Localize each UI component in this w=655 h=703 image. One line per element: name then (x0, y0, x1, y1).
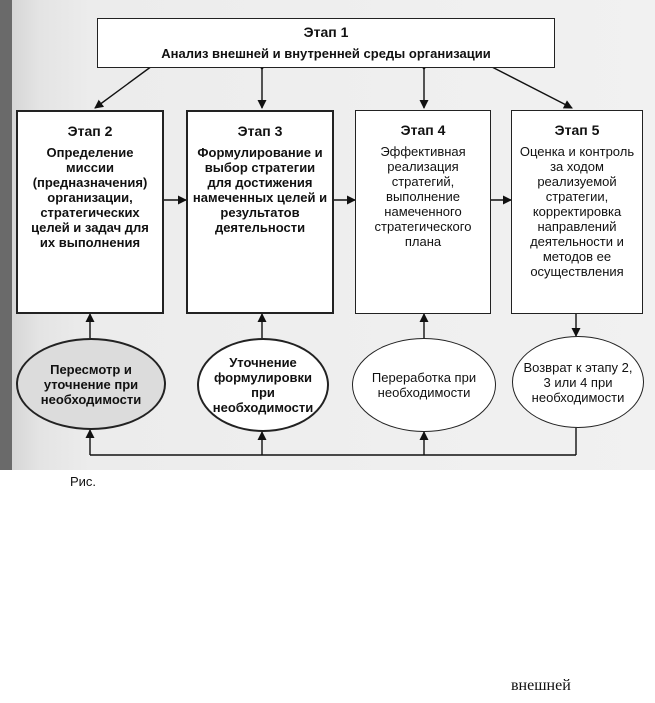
stage2-label: Этап 2 (67, 123, 113, 139)
feedback-ellipse-stage5: Возврат к этапу 2, 3 или 4 при необходим… (512, 336, 644, 428)
feedback-text-stage3: Уточнение формулировки при необходимости (212, 355, 314, 415)
stage4-box: Этап 4 Эффективная реализация стратегий,… (355, 110, 491, 314)
stage5-label: Этап 5 (554, 122, 600, 138)
stage2-box: Этап 2 Определение миссии (предназначени… (16, 110, 164, 314)
page-background (0, 470, 655, 703)
stage2-text: Определение миссии (предназначения) орга… (31, 145, 149, 250)
stray-text: внешней (511, 677, 571, 694)
scan-edge-shadow (0, 0, 12, 470)
figure-caption: Рис. (70, 474, 97, 489)
feedback-text-stage4: Переработка при необходимости (371, 370, 477, 400)
arrow-stage1-stage5 (482, 59, 573, 109)
stage3-box: Этап 3 Формулирование и выбор стратегии … (186, 110, 334, 314)
feedback-text-stage5: Возврат к этапу 2, 3 или 4 при необходим… (523, 359, 633, 405)
feedback-ellipse-stage2: Пересмотр и уточнение при необходимости (16, 338, 166, 430)
feedback-text-stage2: Пересмотр и уточнение при необходимости (40, 361, 142, 407)
stage1-label: Этап 1 (303, 24, 349, 40)
feedback-ellipse-stage3: Уточнение формулировки при необходимости (197, 338, 329, 432)
stage3-text: Формулирование и выбор стратегии для дос… (192, 145, 328, 235)
feedback-ellipse-stage4: Переработка при необходимости (352, 338, 496, 432)
stage3-label: Этап 3 (237, 123, 283, 139)
arrow-stage1-stage2 (94, 57, 162, 109)
stage1-box: Этап 1 Анализ внешней и внутренней среды… (97, 18, 555, 68)
stage5-text: Оценка и контроль за ходом реализуемой с… (519, 144, 635, 279)
stage5-box: Этап 5 Оценка и контроль за ходом реализ… (511, 110, 643, 314)
stage4-label: Этап 4 (400, 122, 446, 138)
stage4-text: Эффективная реализация стратегий, выполн… (374, 144, 472, 249)
stage1-text: Анализ внешней и внутренней среды органи… (161, 46, 491, 61)
